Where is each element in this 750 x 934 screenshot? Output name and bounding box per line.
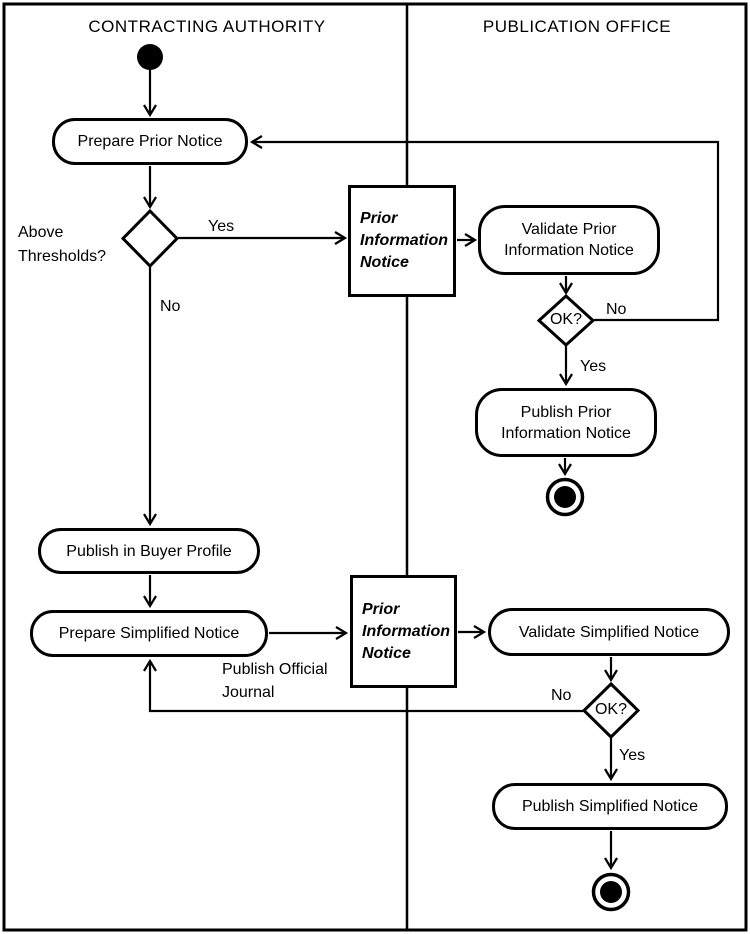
label-ok2-no: No — [551, 687, 572, 704]
initial-node — [137, 44, 163, 70]
decision-ok1-shape — [536, 293, 596, 348]
final-node-2-core — [600, 881, 622, 903]
label-ok2-yes: Yes — [619, 747, 646, 764]
activity-publish-in-buyer-profile: Publish in Buyer Profile — [38, 528, 260, 574]
lane-title-contracting-authority: CONTRACTING AUTHORITY — [88, 17, 326, 36]
decision-ok2-label: OK? — [594, 701, 627, 718]
decision-ok2-shape — [581, 681, 641, 740]
activity-publish-simplified-notice: Publish Simplified Notice — [492, 783, 728, 830]
decision-thresholds-label: Above Thresholds? — [18, 224, 107, 265]
activity-validate-prior-information-notice: Validate Prior Information Notice — [478, 205, 660, 275]
label-thresholds-yes: Yes — [208, 218, 235, 235]
label-ok1-yes: Yes — [580, 358, 607, 375]
decision-ok1-label: OK? — [549, 311, 582, 328]
label-ok1-no: No — [606, 301, 627, 318]
edge-ok2-no-return — [143, 658, 583, 713]
object-prior-information-notice-top: Prior Information Notice — [348, 185, 456, 297]
activity-publish-prior-information-notice: Publish Prior Information Notice — [475, 388, 657, 457]
label-publish-official-journal: Publish Official Journal — [222, 661, 328, 701]
activity-validate-simplified-notice: Validate Simplified Notice — [488, 608, 730, 656]
decision-thresholds-shape — [120, 208, 180, 269]
activity-prepare-simplified-notice: Prepare Simplified Notice — [30, 610, 268, 657]
object-prior-information-notice-bottom: Prior Information Notice — [350, 575, 457, 688]
activity-prepare-prior-notice: Prepare Prior Notice — [52, 118, 248, 165]
lane-title-publication-office: PUBLICATION OFFICE — [482, 17, 672, 36]
label-thresholds-no: No — [160, 298, 181, 315]
edge-ok1-no-return — [249, 135, 720, 322]
final-node-1-core — [554, 486, 576, 508]
